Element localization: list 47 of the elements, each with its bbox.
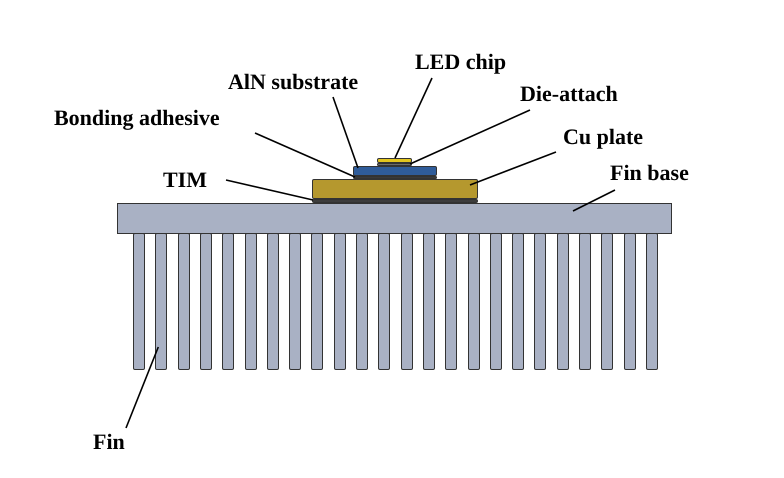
- heatsink-fin: [334, 233, 346, 370]
- heatsink-fin: [646, 233, 658, 370]
- tim-layer: [312, 199, 478, 203]
- part-label: TIM: [163, 169, 207, 191]
- part-label: Fin: [93, 431, 125, 453]
- heatsink-fin: [311, 233, 324, 370]
- heatsink-fin: [624, 233, 636, 370]
- heatsink-fin: [222, 233, 234, 370]
- heatsink-fin: [289, 233, 302, 370]
- heatsink-fin: [601, 233, 614, 370]
- heatsink-fin: [200, 233, 212, 370]
- bonding-adhesive-layer: [353, 176, 437, 179]
- led-chip: [377, 158, 412, 163]
- part-label: AlN substrate: [228, 71, 358, 93]
- heatsink-fin: [244, 233, 256, 370]
- heatsink-fin: [445, 233, 458, 370]
- part-label: Fin base: [610, 162, 689, 184]
- heatsink-fin: [556, 233, 569, 370]
- heatsink-fin: [400, 233, 413, 370]
- leader-line: [470, 151, 556, 186]
- heatsink-fin: [422, 233, 435, 370]
- fin-base: [117, 203, 672, 234]
- heatsink-fin: [579, 233, 591, 370]
- heatsink-fin: [468, 233, 480, 370]
- part-label: Die-attach: [520, 83, 618, 105]
- aln-substrate: [353, 166, 437, 176]
- part-label: Cu plate: [563, 126, 644, 148]
- leader-line: [226, 179, 314, 201]
- heatsink-fin: [378, 233, 390, 370]
- leader-line: [125, 346, 160, 428]
- heatsink-fin: [356, 233, 368, 370]
- heatsink-fin: [512, 233, 524, 370]
- leader-line: [254, 132, 356, 178]
- heatsink-fin: [155, 233, 168, 370]
- heatsink-fin: [534, 233, 546, 370]
- leader-line: [572, 189, 616, 212]
- part-label: LED chip: [415, 51, 506, 73]
- heatsink-fin: [490, 233, 502, 370]
- leader-line: [410, 109, 530, 165]
- part-label: Bonding adhesive: [54, 107, 220, 129]
- copper-plate: [312, 179, 478, 199]
- heatsink-fin: [133, 233, 145, 370]
- heatsink-fin: [266, 233, 279, 370]
- leader-line: [332, 96, 359, 168]
- die-attach-layer: [377, 163, 412, 166]
- heatsink-fin: [178, 233, 190, 370]
- leader-line: [394, 78, 433, 158]
